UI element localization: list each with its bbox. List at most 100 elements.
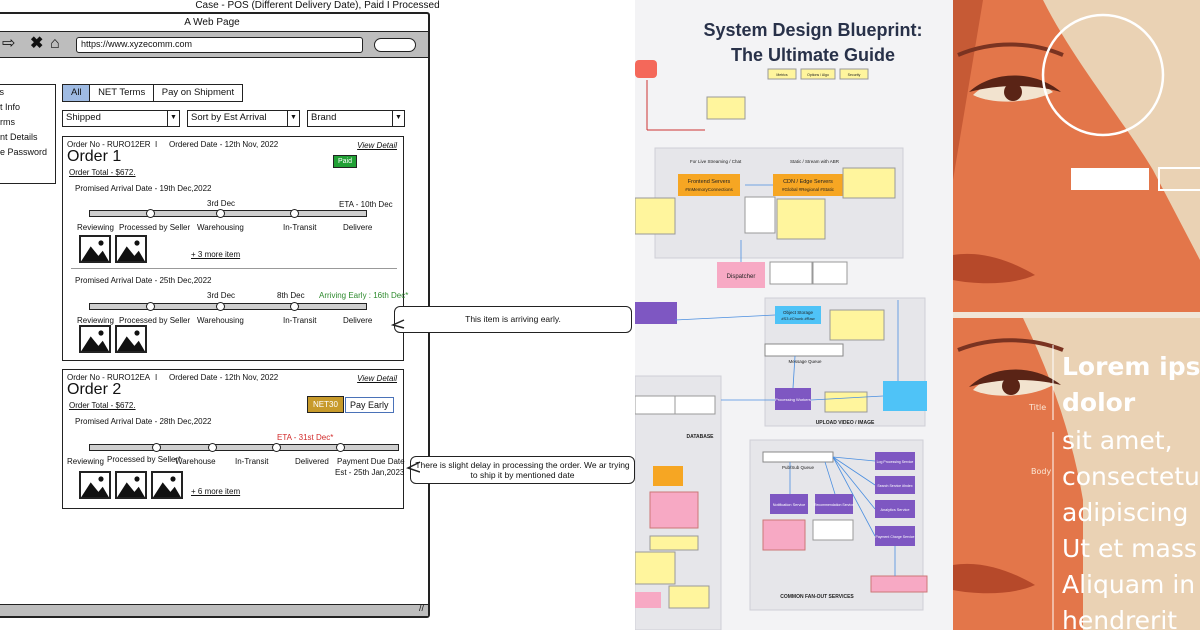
- analytics-node: [875, 500, 915, 518]
- search-field[interactable]: [374, 38, 416, 52]
- product-image[interactable]: [79, 325, 111, 353]
- title-text-line: dolor: [1062, 388, 1136, 417]
- cdn-label: CDN / Edge Servers: [783, 179, 833, 185]
- callout-delay: There is slight delay in processing the …: [410, 456, 635, 484]
- progress-step: [208, 443, 217, 452]
- product-image[interactable]: [115, 325, 147, 353]
- wireframe-panel: Case - POS (Different Delivery Date), Pa…: [0, 0, 635, 618]
- product-image[interactable]: [115, 471, 147, 499]
- sort-select[interactable]: Sort by Est Arrival▼: [187, 110, 300, 127]
- due-date: Est - 25th Jan,2023: [335, 468, 405, 477]
- analytics-label: Analytics Service: [881, 508, 910, 512]
- address-bar[interactable]: https://www.xyzecomm.com: [76, 37, 363, 53]
- chunk-note: [829, 309, 885, 341]
- blueprint-panel: Frontend Servers #InMemoryConnections CD…: [635, 0, 953, 630]
- cdn-sub: #Global #Regional #Static: [782, 187, 835, 192]
- status-select[interactable]: Shipped▼: [62, 110, 180, 127]
- tab-all[interactable]: All: [62, 84, 91, 102]
- step-label: Reviewing: [77, 316, 114, 325]
- notification-label: Notification Service: [773, 503, 806, 507]
- more-items-link[interactable]: + 6 more item: [191, 487, 241, 496]
- recommendation-node: [815, 494, 853, 514]
- note-box: [706, 96, 746, 120]
- compression-note: [824, 391, 868, 413]
- progress-track: [89, 443, 399, 452]
- message-queue: [764, 343, 844, 357]
- back-arrow-icon[interactable]: ⇨: [2, 35, 16, 52]
- object-storage-sub: #S3 #Chunk #Raw: [781, 316, 814, 321]
- product-image[interactable]: [79, 235, 111, 263]
- processed-storage-node: [883, 381, 927, 411]
- status-bar: //: [0, 603, 428, 616]
- step-label: Delivered: [295, 457, 329, 466]
- title-label: Title: [1029, 403, 1047, 412]
- date-marker: 3rd Dec: [207, 291, 236, 300]
- illustration-panel: Title Body Lorem ips dolor sit amet, con…: [953, 0, 1200, 630]
- blueprint-title-line1: System Design Blueprint:: [703, 20, 923, 40]
- progress-track: [89, 209, 367, 218]
- database-label: DATABASE: [686, 434, 714, 440]
- order-total: Order Total - $672.: [69, 401, 136, 410]
- fanout-label: COMMON FAN-OUT SERVICES: [780, 594, 854, 600]
- dispatcher-label: Dispatcher: [727, 274, 756, 280]
- body-text-line: Ut et mass: [1062, 534, 1197, 563]
- sidebar-item[interactable]: erms: [0, 117, 15, 127]
- product-image[interactable]: [115, 235, 147, 263]
- eta-late: ETA - 31st Dec*: [277, 433, 334, 442]
- sidebar-item[interactable]: ge Password: [0, 147, 48, 157]
- log-node: [875, 452, 915, 470]
- protocols-note: [776, 198, 826, 240]
- step-label: Processed by Seller*: [107, 455, 182, 464]
- order-tabs: All NET Terms Pay on Shipment: [62, 84, 244, 102]
- recommendation-label: Recommendation Service: [814, 503, 854, 507]
- payment-label: Payment Charge Service: [876, 535, 915, 539]
- payment-note: [870, 575, 928, 593]
- upload-label: UPLOAD VIDEO / IMAGE: [816, 420, 875, 426]
- image-icon: [81, 330, 109, 351]
- more-items-link[interactable]: + 3 more item: [191, 250, 241, 259]
- legend-security-label: Security: [848, 73, 861, 77]
- home-icon[interactable]: ⌂: [50, 35, 60, 52]
- step-label: Warehousing: [197, 316, 244, 325]
- pay-early-button[interactable]: Pay Early: [345, 397, 394, 413]
- tab-pay-on-shipment[interactable]: Pay on Shipment: [152, 84, 244, 102]
- progress-step: [216, 302, 225, 311]
- progress-step: [272, 443, 281, 452]
- tab-net-terms[interactable]: NET Terms: [89, 84, 155, 102]
- order-title: Order 1: [67, 148, 122, 165]
- search-label: Search Service #Index: [877, 484, 912, 488]
- step-label: Reviewing: [67, 457, 104, 466]
- product-image[interactable]: [151, 471, 183, 499]
- order-card-2: Order No - RURO12EA I Ordered Date - 12t…: [62, 369, 405, 509]
- chevron-down-icon: ▼: [392, 111, 404, 126]
- title-text-line: Lorem ips: [1062, 352, 1200, 381]
- resize-grip-icon[interactable]: //: [418, 603, 424, 613]
- sidebar-item[interactable]: nt Info: [0, 102, 21, 112]
- backend-node: [635, 302, 677, 324]
- body-text-line: consectetu: [1062, 462, 1200, 491]
- view-detail-link[interactable]: View Detail: [357, 141, 397, 150]
- cdn-notes: [842, 167, 896, 199]
- sidebar-item[interactable]: ss: [0, 87, 4, 97]
- separator: I: [155, 140, 158, 149]
- product-image[interactable]: [79, 471, 111, 499]
- view-detail-link[interactable]: View Detail: [357, 374, 397, 383]
- connection-table: [744, 196, 776, 234]
- body-label: Body: [1031, 467, 1052, 476]
- status-badge: Paid: [333, 155, 358, 168]
- separator: I: [155, 373, 158, 382]
- callout-pointers: [390, 319, 420, 473]
- sidebar-item[interactable]: ent Details: [0, 132, 38, 142]
- progress-step: [290, 302, 299, 311]
- image-icon: [117, 476, 145, 497]
- close-icon[interactable]: ✖: [30, 35, 44, 52]
- body-text-line: hendrerit: [1062, 606, 1178, 630]
- brand-select[interactable]: Brand▼: [307, 110, 405, 127]
- payment-node: [875, 526, 915, 546]
- order-title: Order 2: [67, 381, 122, 398]
- step-label: In-Transit: [235, 457, 269, 466]
- dispatcher-node: [717, 262, 765, 288]
- metadata-table: [674, 395, 716, 415]
- step-label: Warehouse: [175, 457, 216, 466]
- legend-security: [839, 68, 869, 80]
